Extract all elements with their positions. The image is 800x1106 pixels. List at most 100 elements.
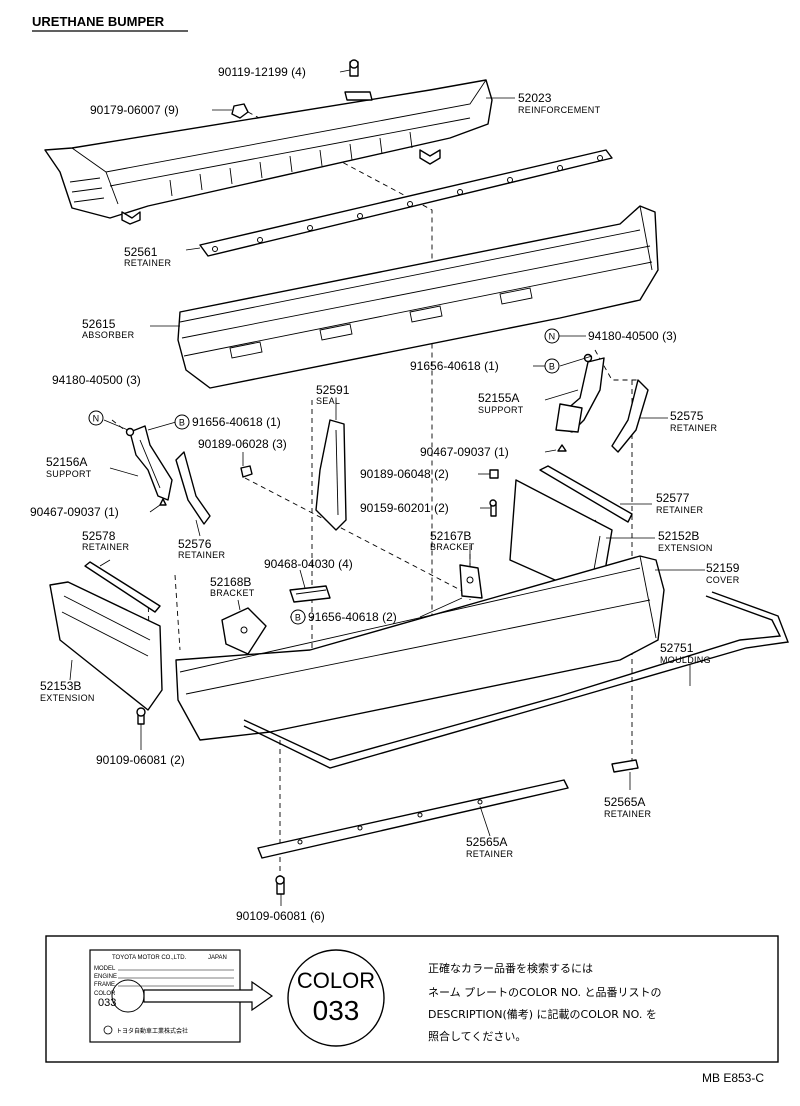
desc-52156a: SUPPORT — [46, 469, 92, 479]
label-52152b: 52152B — [658, 529, 699, 543]
label-52751: 52751 — [660, 641, 694, 655]
label-52159: 52159 — [706, 561, 740, 575]
svg-text:MODEL: MODEL — [94, 966, 116, 972]
svg-text:DESCRIPTION(備考) に記載のCOLOR NO.: DESCRIPTION(備考) に記載のCOLOR NO. を — [428, 1007, 657, 1021]
nut-90189-06028-icon — [240, 465, 253, 478]
label-90467-09037-right: 90467-09037 (1) — [420, 445, 509, 459]
label-52578: 52578 — [82, 529, 116, 543]
svg-text:B: B — [549, 362, 555, 372]
label-94180-40500-left: 94180-40500 (3) — [52, 373, 141, 387]
svg-text:COLOR: COLOR — [94, 991, 116, 997]
leader-lines — [69, 69, 705, 906]
label-91656-40618-right: 91656-40618 (1) — [410, 359, 499, 373]
arrow-icon — [111, 979, 274, 1013]
desc-52153b: EXTENSION — [40, 693, 95, 703]
desc-52565a-small: RETAINER — [604, 809, 651, 819]
desc-52615: ABSORBER — [82, 330, 135, 340]
desc-52159: COVER — [706, 575, 740, 585]
nut-90179-icon — [231, 103, 249, 119]
color-note: 正確なカラー品番を検索するには ネーム プレートのCOLOR NO. と品番リス… — [428, 961, 661, 1043]
clip-94180-left-icon — [125, 427, 135, 437]
marker-n-left: N — [88, 410, 104, 426]
name-plate: TOYOTA MOTOR CO.,LTD. JAPAN MODEL ENGINE… — [89, 949, 241, 1043]
extension-52153b[interactable] — [49, 581, 163, 711]
desc-52167b: BRACKET — [430, 542, 475, 552]
diagram-title: URETHANE BUMPER — [32, 14, 165, 29]
support-52155a[interactable] — [555, 357, 605, 433]
desc-52751: MOULDING — [660, 655, 711, 665]
svg-text:FRAME: FRAME — [94, 982, 115, 988]
label-52576: 52576 — [178, 537, 212, 551]
retainer-52578[interactable] — [84, 561, 161, 613]
retainer-52565a-large[interactable] — [257, 779, 569, 859]
svg-text:B: B — [295, 613, 301, 623]
cover-52159[interactable] — [175, 555, 665, 741]
desc-52591: SEAL — [316, 396, 340, 406]
label-94180-40500-right: 94180-40500 (3) — [588, 329, 677, 343]
label-52168b: 52168B — [210, 575, 251, 589]
svg-text:正確なカラー品番を検索するには: 正確なカラー品番を検索するには — [428, 961, 593, 975]
label-52577: 52577 — [656, 491, 690, 505]
bracket-52168b[interactable] — [221, 607, 267, 655]
part-labels: 90119-12199 (4) 90179-06007 (9) 52023 RE… — [30, 65, 740, 923]
desc-52575: RETAINER — [670, 423, 717, 433]
label-90189-06028: 90189-06028 (3) — [198, 437, 287, 451]
marker-b-left: B — [174, 414, 190, 430]
desc-52565a-large: RETAINER — [466, 849, 513, 859]
svg-text:033: 033 — [313, 995, 360, 1026]
desc-52155a: SUPPORT — [478, 405, 524, 415]
svg-text:照合してください。: 照合してください。 — [428, 1029, 526, 1043]
svg-text:B: B — [179, 418, 185, 428]
label-52156a: 52156A — [46, 455, 87, 469]
clip-90467-left-icon — [159, 498, 167, 506]
label-52565a-large: 52565A — [466, 835, 507, 849]
moulding-52751[interactable] — [243, 591, 789, 769]
desc-52023: REINFORCEMENT — [518, 105, 601, 115]
retainer-52565a-small[interactable] — [611, 759, 639, 773]
reinforcement-52023[interactable] — [44, 79, 493, 225]
svg-text:TOYOTA MOTOR CO.,LTD.: TOYOTA MOTOR CO.,LTD. — [112, 955, 187, 961]
svg-text:N: N — [549, 332, 556, 342]
seal-52591[interactable] — [315, 419, 347, 531]
marker-b-right: B — [544, 358, 560, 374]
bolt-90109-bottom-icon — [275, 875, 285, 895]
label-90189-06048: 90189-06048 (2) — [360, 467, 449, 481]
label-91656-40618-left: 91656-40618 (1) — [192, 415, 281, 429]
color-badge: COLOR 033 — [287, 949, 385, 1047]
svg-text:ネーム プレートのCOLOR NO. と品番リストの: ネーム プレートのCOLOR NO. と品番リストの — [428, 986, 661, 999]
retainer-52576[interactable] — [175, 451, 211, 525]
clip-90467-right-icon — [557, 444, 567, 452]
absorber-52615[interactable] — [177, 205, 659, 389]
retainer-52561[interactable] — [199, 149, 613, 257]
svg-text:COLOR: COLOR — [297, 968, 375, 993]
label-90109-06081-6: 90109-06081 (6) — [236, 909, 325, 923]
label-52153b: 52153B — [40, 679, 81, 693]
label-90467-09037-left: 90467-09037 (1) — [30, 505, 119, 519]
label-91656-40618-bottom: 91656-40618 (2) — [308, 610, 397, 624]
label-90468-04030: 90468-04030 (4) — [264, 557, 353, 571]
retainer-52575[interactable] — [611, 379, 649, 453]
label-52023: 52023 — [518, 91, 552, 105]
svg-text:N: N — [93, 414, 100, 424]
label-52575: 52575 — [670, 409, 704, 423]
label-52155a: 52155A — [478, 391, 519, 405]
label-52615: 52615 — [82, 317, 116, 331]
label-90109-06081-2: 90109-06081 (2) — [96, 753, 185, 767]
bolt-90109-left-icon — [136, 707, 146, 725]
svg-text:033: 033 — [98, 997, 116, 1009]
label-90119-12199: 90119-12199 (4) — [218, 65, 306, 79]
bolt-90119-icon — [349, 59, 359, 77]
label-52565a-small: 52565A — [604, 795, 645, 809]
desc-52168b: BRACKET — [210, 588, 255, 598]
svg-text:トヨタ自動車工業株式会社: トヨタ自動車工業株式会社 — [116, 1027, 188, 1035]
marker-b-bottom: B — [290, 609, 306, 625]
marker-n-right: N — [544, 328, 560, 344]
label-90179-06007: 90179-06007 (9) — [90, 103, 179, 117]
svg-text:JAPAN: JAPAN — [208, 955, 227, 961]
clip-90468[interactable] — [289, 585, 331, 603]
support-52156a[interactable] — [129, 425, 173, 501]
desc-52152b: EXTENSION — [658, 543, 713, 553]
retainer-52577[interactable] — [539, 465, 633, 523]
bracket-52167b[interactable] — [459, 564, 483, 599]
